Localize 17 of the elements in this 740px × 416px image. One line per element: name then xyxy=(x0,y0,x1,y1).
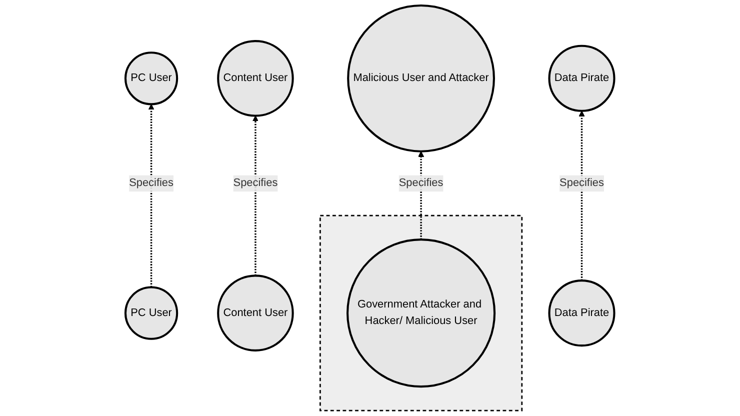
node-circle: PC User xyxy=(124,286,178,340)
node-circle: Malicious User and Attacker xyxy=(347,4,496,152)
arrow xyxy=(578,110,585,281)
node-circle: Data Pirate xyxy=(548,280,616,347)
cluster xyxy=(320,214,523,412)
node-circle: PC User xyxy=(124,52,178,106)
node-circle: Government Attacker and Hacker/ Malicious User xyxy=(346,238,496,388)
arrow xyxy=(252,116,259,276)
edge-label: Specifies xyxy=(129,177,174,189)
node-circle: Data Pirate xyxy=(548,44,616,112)
edge-label: Specifies xyxy=(233,177,278,189)
arrow xyxy=(418,151,424,240)
node-circle: Content User xyxy=(217,274,294,352)
node-circle: Content User xyxy=(217,40,294,117)
edge-label: Specifies xyxy=(398,177,444,189)
arrow xyxy=(148,104,154,288)
edge-label: Specifies xyxy=(560,177,604,189)
